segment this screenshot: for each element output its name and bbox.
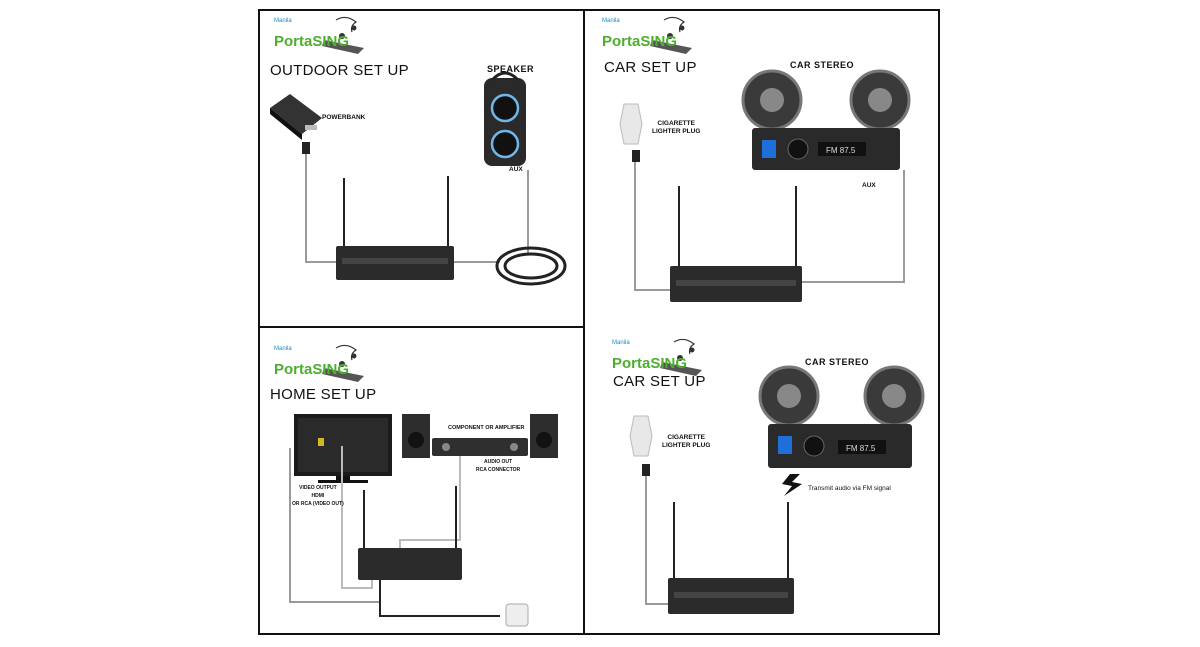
speaker-label: SPEAKER (487, 64, 535, 74)
aux-label: AUX (509, 166, 523, 173)
audio-out-line-1: AUDIO OUT (484, 459, 513, 465)
logo-graphic: Manila PortaSING (274, 16, 364, 54)
power-cable (645, 476, 670, 605)
panel-divider-horizontal (258, 326, 584, 328)
speaker-left-icon (402, 414, 430, 458)
outdoor-title: OUTDOOR SET UP (270, 62, 409, 79)
radio-display-text: FM 87.5 (846, 444, 876, 453)
portasing-logo: Manila PortaSING (600, 14, 695, 54)
car-stereo-icon: FM 87.5 (768, 424, 912, 468)
aux-cable (452, 170, 529, 263)
video-output-line-2: HDMI (311, 493, 325, 499)
usb-plug-icon (302, 142, 310, 154)
amplifier-icon (432, 438, 528, 456)
aux-cable (800, 170, 905, 283)
cigarette-plug-icon (619, 103, 643, 162)
wireless-receiver-icon (670, 186, 802, 302)
wireless-receiver-icon (358, 486, 462, 580)
logo-text: PortaSING (612, 355, 687, 372)
power-cable (379, 575, 500, 617)
power-cable (634, 162, 672, 291)
aux-cable-coil (495, 246, 567, 286)
home-title: HOME SET UP (270, 386, 377, 403)
component-label: COMPONENT OR AMPLIFIER (448, 425, 525, 431)
portasing-logo: Manila PortaSING (272, 14, 367, 54)
audio-out-line-2: RCA CONNECTOR (476, 467, 521, 473)
car-speaker-right-icon (863, 365, 925, 427)
video-cable (289, 448, 380, 603)
cigarette-plug-line-1: CIGARETTE (667, 434, 705, 441)
logo-small-text: Manila (274, 18, 292, 24)
portasing-logo: Manila PortaSING (610, 336, 705, 376)
aux-label: AUX (862, 182, 876, 189)
power-cable (305, 154, 338, 263)
logo-text: PortaSING (602, 33, 677, 50)
logo-text: PortaSING (274, 33, 349, 50)
video-output-label: VIDEO OUTPUT HDMI OR RCA (VIDEO OUT) (292, 484, 344, 508)
transmit-label: Transmit audio via FM signal (808, 485, 891, 492)
car-speaker-right-icon (849, 69, 911, 131)
video-output-line-1: VIDEO OUTPUT (299, 485, 337, 491)
powerbank-label: POWERBANK (322, 114, 366, 121)
car-stereo-icon: FM 87.5 (752, 128, 900, 170)
power-adapter-icon (505, 603, 529, 627)
car-stereo-label: CAR STEREO (790, 60, 855, 70)
car-fm-title: CAR SET UP (613, 373, 706, 390)
cigarette-plug-icon (629, 415, 653, 476)
speaker-icon (484, 71, 526, 166)
video-output-line-3: OR RCA (VIDEO OUT) (292, 501, 344, 507)
logo-small-text: Manila (274, 346, 292, 352)
logo-small-text: Manila (602, 18, 620, 24)
audio-out-label: AUDIO OUT RCA CONNECTOR (476, 458, 520, 474)
portasing-logo: Manila PortaSING (272, 342, 367, 382)
cigarette-plug-label: CIGARETTE LIGHTER PLUG (652, 120, 700, 136)
lightning-signal-icon (782, 474, 802, 496)
cigarette-plug-line-2: LIGHTER PLUG (652, 128, 701, 135)
powerbank-icon (270, 94, 322, 140)
panel-divider-vertical (583, 9, 585, 635)
logo-graphic: Manila PortaSING (274, 344, 364, 382)
car-speaker-left-icon (758, 365, 820, 427)
radio-display-text: FM 87.5 (826, 146, 856, 155)
logo-graphic: Manila PortaSING (602, 16, 692, 54)
logo-graphic: Manila PortaSING (612, 338, 702, 376)
cigarette-plug-label: CIGARETTE LIGHTER PLUG (662, 434, 710, 450)
wireless-receiver-icon (668, 502, 794, 614)
wireless-receiver-icon (336, 176, 454, 280)
logo-small-text: Manila (612, 340, 630, 346)
car-aux-title: CAR SET UP (604, 59, 697, 76)
speaker-right-icon (530, 414, 558, 458)
cigarette-plug-line-1: CIGARETTE (657, 120, 695, 127)
logo-text: PortaSING (274, 361, 349, 378)
diagram-frame (258, 9, 940, 635)
cigarette-plug-line-2: LIGHTER PLUG (662, 442, 711, 449)
car-stereo-label: CAR STEREO (805, 357, 870, 367)
